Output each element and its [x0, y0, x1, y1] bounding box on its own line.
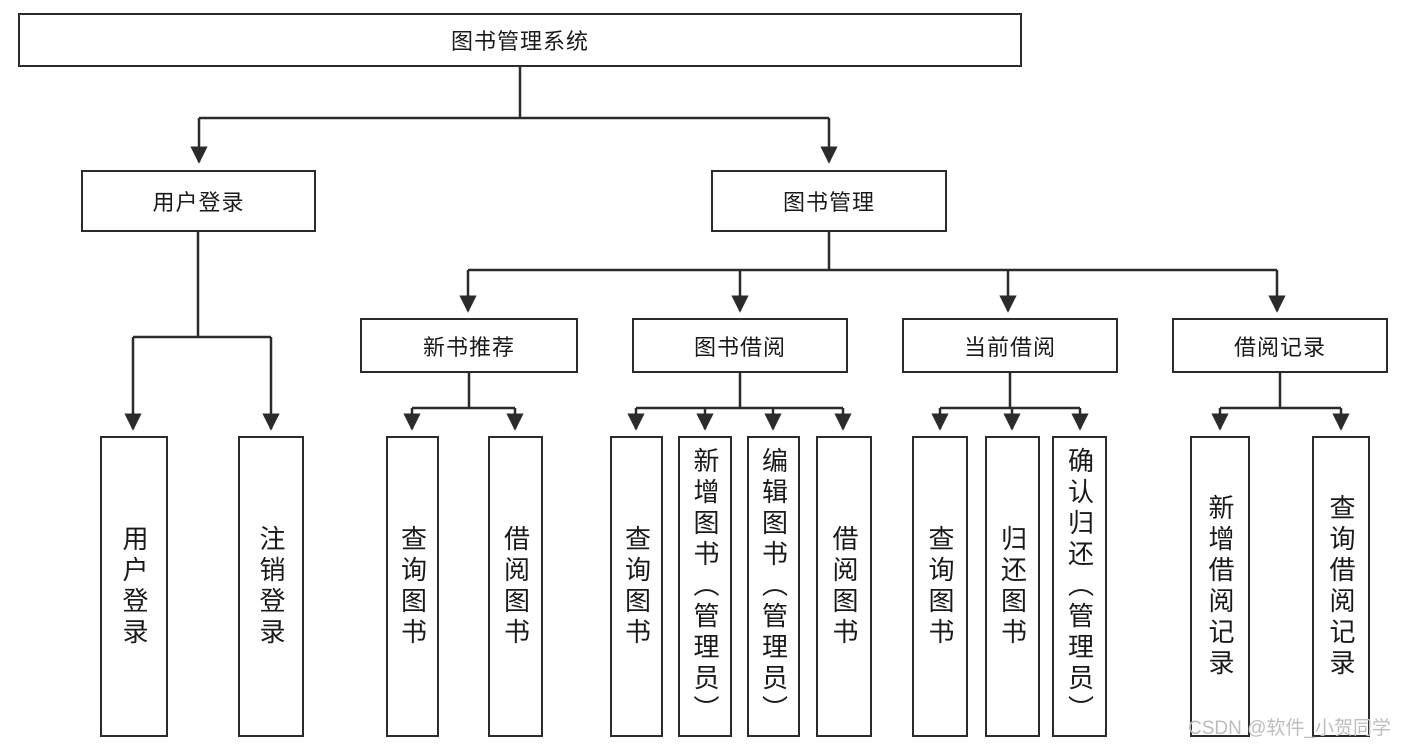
leaf-borrow-book[interactable]: 借阅图书 [816, 436, 872, 737]
node-user-login[interactable]: 用户登录 [81, 170, 316, 232]
node-current-borrow[interactable]: 当前借阅 [902, 318, 1118, 373]
node-label: 新增借阅记录 [1205, 493, 1235, 680]
leaf-add-borrow-record[interactable]: 新增借阅记录 [1190, 436, 1250, 737]
leaf-query-borrow-record[interactable]: 查询借阅记录 [1312, 436, 1370, 737]
node-label: 注销登录 [256, 524, 286, 649]
leaf-user-logout[interactable]: 注销登录 [238, 436, 304, 737]
node-book-management[interactable]: 图书管理 [711, 170, 947, 232]
node-label: 查询图书 [621, 524, 652, 649]
node-new-book-recommend[interactable]: 新书推荐 [360, 318, 578, 373]
node-label: 用户登录 [119, 524, 149, 649]
leaf-query-book-current[interactable]: 查询图书 [912, 436, 968, 737]
leaf-query-book-recommend[interactable]: 查询图书 [386, 436, 439, 737]
leaf-user-login[interactable]: 用户登录 [100, 436, 168, 737]
node-label: 新增图书（管理员） [690, 447, 720, 726]
leaf-return-book[interactable]: 归还图书 [985, 436, 1040, 737]
leaf-query-book-borrow[interactable]: 查询图书 [610, 436, 663, 737]
node-book-borrow[interactable]: 图书借阅 [632, 318, 848, 373]
node-label: 借阅记录 [1233, 334, 1326, 360]
node-label: 新书推荐 [422, 334, 515, 360]
node-label: 编辑图书（管理员） [758, 447, 789, 726]
node-label: 借阅图书 [829, 524, 859, 649]
node-label: 确认归还（管理员） [1064, 447, 1095, 726]
csdn-watermark: CSDN @软件_小贺同学 [1188, 718, 1391, 739]
node-label: 用户登录 [152, 190, 245, 215]
node-label: 图书管理系统 [450, 29, 589, 54]
node-label: 借阅图书 [500, 524, 531, 649]
leaf-borrow-book-recommend[interactable]: 借阅图书 [488, 436, 543, 737]
node-label: 查询图书 [397, 524, 428, 649]
leaf-add-book-admin[interactable]: 新增图书（管理员） [678, 436, 732, 737]
node-label: 查询图书 [925, 524, 955, 649]
leaf-edit-book-admin[interactable]: 编辑图书（管理员） [747, 436, 800, 737]
node-label: 图书借阅 [693, 334, 786, 360]
node-borrow-record[interactable]: 借阅记录 [1172, 318, 1388, 373]
node-label: 当前借阅 [963, 334, 1056, 360]
node-label: 图书管理 [782, 190, 875, 215]
node-label: 归还图书 [997, 524, 1028, 649]
leaf-confirm-return-admin[interactable]: 确认归还（管理员） [1052, 436, 1107, 737]
node-label: 查询借阅记录 [1326, 493, 1356, 680]
node-root-system[interactable]: 图书管理系统 [18, 13, 1022, 67]
